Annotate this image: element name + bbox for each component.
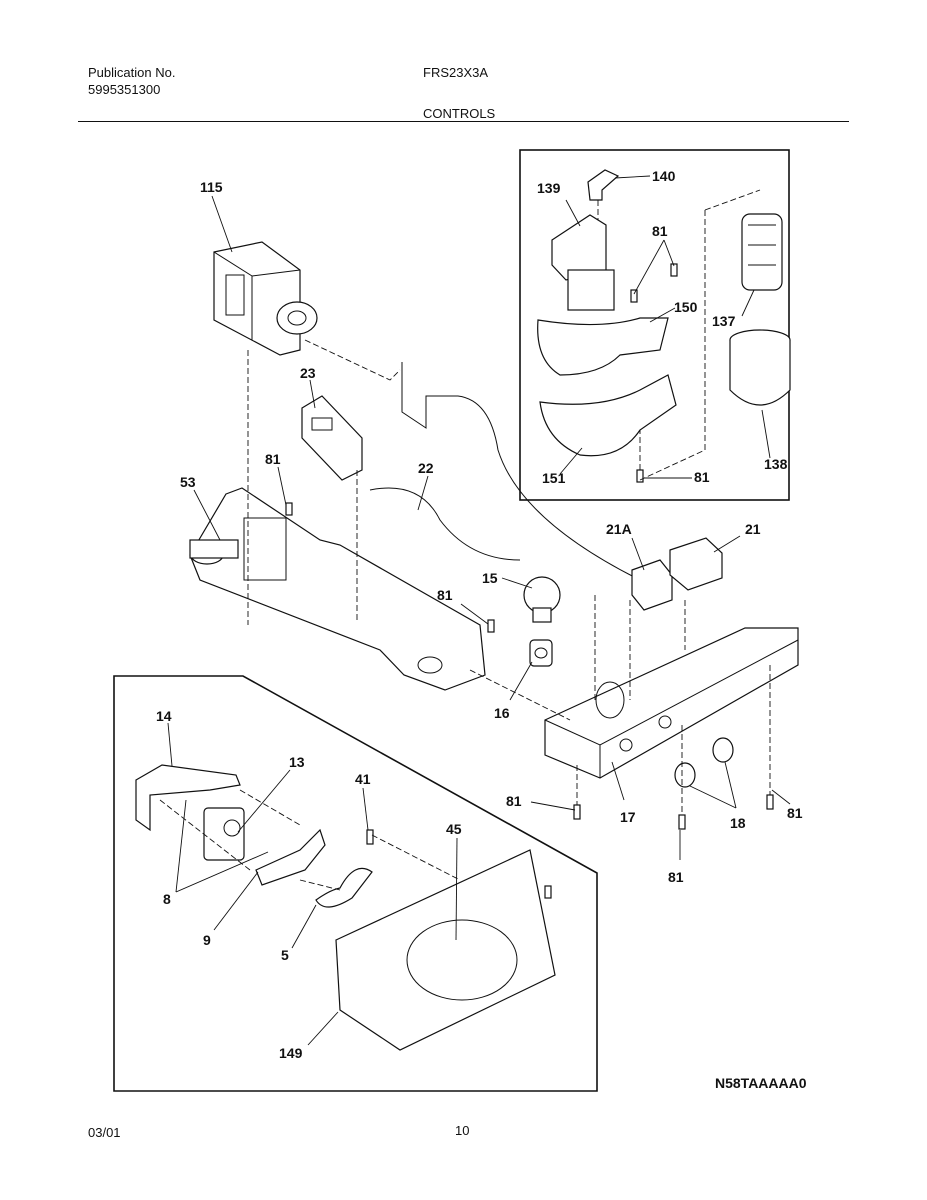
screw-parts [285,263,774,899]
part-139-filter-head [551,214,615,311]
part-149-shroud [335,849,556,1051]
callout-15: 15 [482,570,498,586]
drawing-code: N58TAAAAA0 [715,1075,807,1091]
footer-date: 03/01 [88,1125,121,1140]
callout-23: 23 [300,365,316,381]
callout-81: 81 [668,869,684,885]
leader-lines [167,175,791,1046]
part-17-panel [544,627,799,779]
part-137-filter-cartridge [741,213,783,291]
callout-41: 41 [355,771,371,787]
callout-45: 45 [446,821,462,837]
callout-151: 151 [542,470,566,486]
callout-81: 81 [437,587,453,603]
callout-21: 21 [745,521,761,537]
callout-18: 18 [730,815,746,831]
page-number: 10 [455,1123,470,1138]
publication-number: 5995351300 [88,82,161,97]
callout-53: 53 [180,474,196,490]
part-53-housing [189,487,486,691]
part-16-socket [529,639,553,667]
callout-9: 9 [203,932,211,948]
callout-17: 17 [620,809,636,825]
callout-81: 81 [652,223,668,239]
part-15-bulb [523,576,561,623]
callout-8: 8 [163,891,171,907]
callout-21a: 21A [606,521,632,537]
callout-81: 81 [787,805,803,821]
part-9-bracket [255,828,326,886]
section-title: CONTROLS [423,106,496,121]
part-13-motor [203,807,245,861]
callout-150: 150 [674,299,698,315]
callout-81: 81 [265,451,281,467]
part-5-fan-blade [315,867,373,908]
callout-5: 5 [281,947,289,963]
model-number: FRS23X3A [423,65,489,80]
part-18-knobs [674,737,734,788]
part-22-wire [369,362,641,581]
fan-dashed-lines [159,789,461,891]
callout-115: 115 [200,179,223,195]
callout-149: 149 [279,1045,303,1061]
part-21-switch [669,537,723,591]
fan-inset-box [113,675,598,1092]
callout-81: 81 [694,469,710,485]
part-23-board [301,395,363,481]
callout-16: 16 [494,705,510,721]
header-rule [78,121,849,122]
callout-22: 22 [418,460,434,476]
part-14-bracket [135,764,241,832]
callout-labels: 115 23 81 22 53 81 15 16 21A 21 17 18 81… [156,168,807,1091]
part-115-module [213,241,318,356]
callout-137: 137 [712,313,736,329]
callout-81: 81 [506,793,522,809]
part-150-cover [537,317,669,376]
callout-14: 14 [156,708,172,724]
part-21a-switch [631,559,673,611]
part-138-filter-housing [729,329,791,406]
callout-13: 13 [289,754,305,770]
callout-139: 139 [537,180,561,196]
callout-140: 140 [652,168,676,184]
part-140-fitting [587,169,620,201]
filter-inset-box [519,149,790,501]
callout-138: 138 [764,456,788,472]
publication-label: Publication No. [88,65,176,80]
part-151-cover [539,374,677,457]
